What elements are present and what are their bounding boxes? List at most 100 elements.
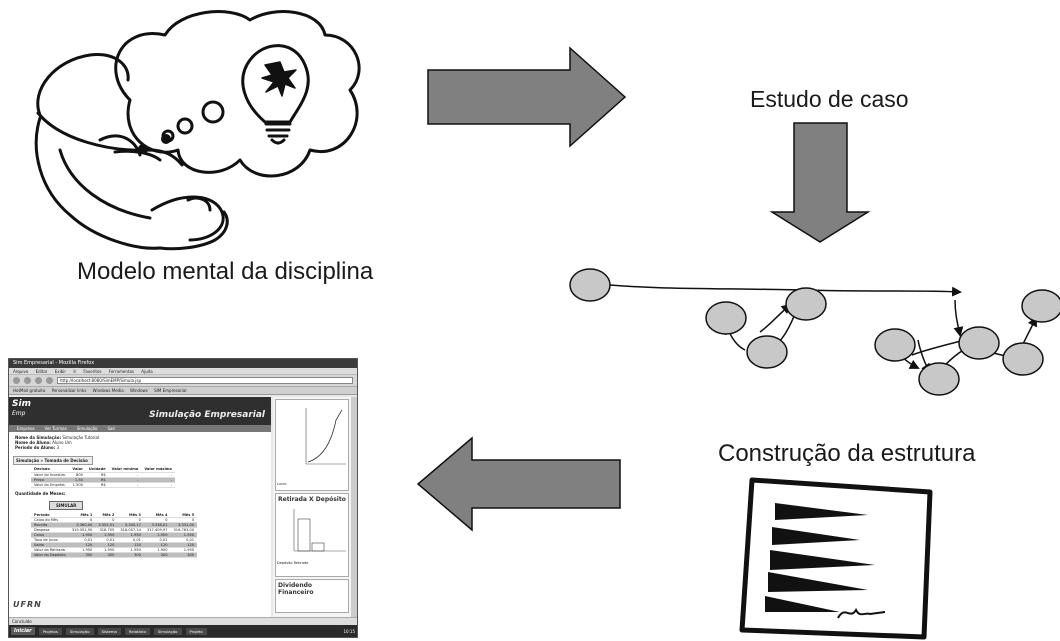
table-cell: R$ bbox=[85, 472, 109, 478]
menu-item[interactable]: Ferramentas bbox=[108, 369, 134, 374]
start-button[interactable]: Iniciar bbox=[11, 627, 35, 635]
tab-turmas[interactable]: Ver Turmas bbox=[44, 426, 67, 431]
decision-input[interactable]: 800 bbox=[69, 472, 86, 478]
thinking-person-illustration bbox=[34, 10, 361, 251]
section-title: Simulação » Tomada de Decisão bbox=[13, 456, 93, 465]
table-cell: 319.352,50 bbox=[68, 527, 96, 533]
table-cell: 300 bbox=[143, 552, 171, 558]
chart-legend: Depósito Retirada bbox=[276, 560, 348, 566]
taskbar-item[interactable]: Projeto bbox=[185, 627, 207, 635]
info-value: Aluno Um bbox=[52, 440, 72, 445]
info-label: Nome da Simulação: bbox=[15, 435, 62, 440]
table-cell: 1.950 bbox=[170, 547, 198, 553]
bookmark-item[interactable]: HotMail gratuito bbox=[13, 388, 46, 393]
tab-simulacao[interactable]: Simulação bbox=[76, 426, 98, 431]
table-cell: 0 bbox=[143, 517, 171, 523]
taskbar-item[interactable]: Sistema bbox=[97, 627, 121, 635]
table-header: Mês 5 bbox=[170, 512, 198, 518]
table-cell: R$ bbox=[85, 477, 109, 483]
table-cell: Preço bbox=[31, 477, 70, 483]
menu-item[interactable]: Favoritos bbox=[83, 369, 102, 374]
back-icon[interactable] bbox=[13, 377, 20, 384]
bookmark-item[interactable]: Windows Media bbox=[92, 388, 124, 393]
tab-empresa[interactable]: Empresa bbox=[17, 426, 35, 431]
table-cell: 300 bbox=[95, 552, 118, 558]
table-header: Mês 1 bbox=[68, 512, 96, 518]
app-logo: Sim bbox=[12, 399, 31, 409]
table-header: Mês 3 bbox=[117, 512, 144, 518]
table-header: Período bbox=[31, 512, 69, 518]
menu-item[interactable]: Arquivo bbox=[13, 369, 29, 374]
app-logo-sub: Emp bbox=[12, 410, 26, 417]
taskbar-item[interactable]: Relatório bbox=[124, 627, 150, 635]
table-cell: Receita bbox=[31, 522, 69, 528]
address-bar[interactable]: http://localhost:8080/SimEMP/Simula.jsp bbox=[57, 377, 353, 384]
bookmark-item[interactable]: Personalizar links bbox=[51, 388, 87, 393]
info-value: Simulação Tutorial bbox=[62, 435, 100, 440]
table-cell: 0 bbox=[68, 517, 96, 523]
banner-title: Simulação Empresarial bbox=[149, 410, 265, 420]
table-cell: 1.950 bbox=[170, 532, 198, 538]
decision-input[interactable]: 1.500 bbox=[69, 482, 86, 488]
taskbar: Iniciar Projetos Simulação Sistema Relat… bbox=[9, 625, 357, 637]
menu-item[interactable]: Ir bbox=[73, 369, 77, 374]
scrollbar[interactable] bbox=[351, 397, 357, 617]
table-cell: Taxa de Juros bbox=[31, 537, 69, 543]
simulate-button[interactable]: SIMULAR bbox=[49, 500, 84, 510]
table-cell: 3.360,00 bbox=[68, 522, 96, 528]
table-cell: 3.331,00 bbox=[170, 522, 198, 528]
label-case-study: Estudo de caso bbox=[750, 86, 909, 112]
decision-input[interactable]: 1,50 bbox=[69, 477, 86, 483]
table-cell: 120 bbox=[95, 542, 118, 548]
quantity-label: Quantidade de Meses: bbox=[15, 490, 66, 496]
app-main: Sim Emp Simulação Empresarial Empresa Ve… bbox=[9, 397, 271, 617]
reload-icon[interactable] bbox=[35, 377, 42, 384]
app-tabs: Empresa Ver Turmas Simulação Sair bbox=[9, 425, 271, 432]
app-banner: Sim Emp Simulação Empresarial bbox=[9, 397, 271, 425]
table-header: Mês 2 bbox=[95, 512, 118, 518]
decision-table: Decisão Valor Unidade Valor mínimo Valor… bbox=[31, 467, 176, 488]
table-cell: 0,01 bbox=[117, 537, 144, 543]
structure-nodes bbox=[569, 268, 1060, 396]
forward-icon[interactable] bbox=[24, 377, 31, 384]
table-cell: 120 bbox=[143, 542, 171, 548]
status-bar: Concluído bbox=[9, 617, 357, 625]
table-cell: 0 bbox=[170, 517, 198, 523]
taskbar-item[interactable]: Projetos bbox=[38, 627, 62, 635]
menu-item[interactable]: Exibir bbox=[54, 369, 67, 374]
menu-item[interactable]: Ajuda bbox=[141, 369, 153, 374]
info-label: Período do Aluno: bbox=[15, 445, 56, 450]
menu-item[interactable]: Editar bbox=[35, 369, 48, 374]
home-icon[interactable] bbox=[46, 377, 53, 384]
taskbar-item[interactable]: Simulação bbox=[65, 627, 94, 635]
table-cell: 1.950 bbox=[117, 532, 144, 538]
chart-panel-profit: Lucro bbox=[275, 399, 349, 491]
document-icon bbox=[739, 477, 933, 640]
info-value: 3 bbox=[56, 445, 60, 450]
table-cell: Valor do Depósito bbox=[31, 552, 69, 558]
bookmark-item[interactable]: SIM Empresarial bbox=[154, 388, 187, 393]
table-cell: 3.345,17 bbox=[117, 522, 144, 528]
arrow-left bbox=[416, 436, 621, 532]
table-cell: Valor do Investim. bbox=[31, 472, 70, 478]
taskbar-item[interactable]: Simulação bbox=[153, 627, 182, 635]
table-cell: - bbox=[108, 477, 142, 483]
table-cell: 317.409,97 bbox=[143, 527, 171, 533]
chart-title: Retirada X Depósito bbox=[278, 496, 346, 503]
bookmark-item[interactable]: Windows bbox=[130, 388, 148, 393]
table-cell: 120 bbox=[170, 542, 198, 548]
tab-sair[interactable]: Sair bbox=[107, 426, 116, 431]
arrow-right bbox=[427, 46, 627, 148]
label-mental-model: Modelo mental da disciplina bbox=[77, 258, 374, 285]
table-cell: 300 bbox=[170, 552, 198, 558]
table-cell: 0 bbox=[95, 517, 118, 523]
lightbulb-icon bbox=[241, 44, 310, 145]
table-cell: - bbox=[141, 482, 176, 488]
